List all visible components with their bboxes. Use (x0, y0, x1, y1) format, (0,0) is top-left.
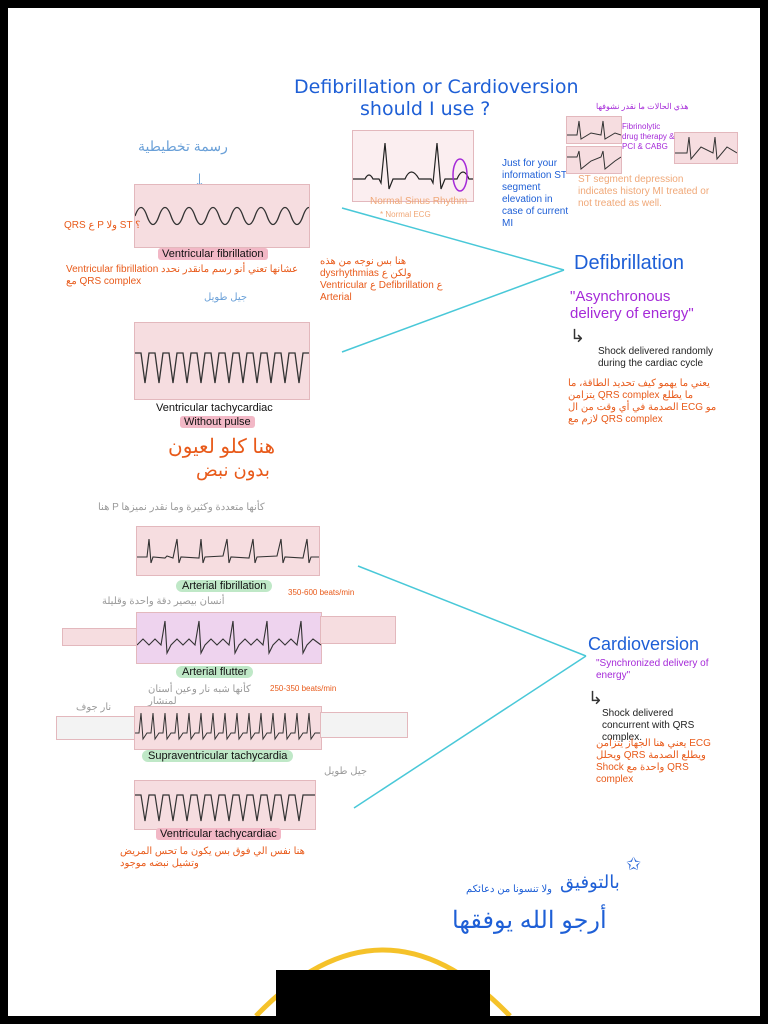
arrow-down-icon: ↓ (194, 166, 205, 191)
vtach-arabic: هنا كلو لعيون (168, 436, 276, 458)
bottom-decoration (254, 947, 512, 1016)
vtach2-ecg-strip (134, 780, 316, 830)
defib-subtitle: "Asynchronous delivery of energy" (570, 288, 694, 322)
st-strip-3 (674, 132, 738, 164)
middle-note: هنا بس نوجه من هذه dysrhythmias ولكن ع V… (320, 256, 443, 303)
aflutter-rate: 250-350 beats/min (270, 684, 337, 693)
info-note: Just for your information ST segment ele… (502, 158, 569, 229)
closing-line2: أرجو الله يوفقها (452, 907, 607, 934)
top-arabic-note: رسمة تخطيطية (138, 138, 228, 154)
aflutter-arabic: كأنها شبه نار وعين أسنان لمنشار (148, 684, 251, 707)
aflutter-side-strip-right (320, 616, 396, 644)
title-line1: Defibrillation or Cardioversion (294, 76, 579, 98)
arrow-curve-icon-2: ↳ (588, 688, 604, 708)
vfib-ecg-strip (134, 184, 310, 248)
vtach2-arabic: هنا نفس الي فوق بس يكون ما تحس المريض وت… (120, 846, 305, 869)
afib-note-top: هنا P كأنها متعددة وكثيرة وما نقدر نميزه… (98, 502, 265, 513)
afib-rate: 350-600 beats/min (288, 588, 355, 597)
vfib-side-note: QRS ع P ولا ST ؟ (64, 220, 141, 231)
defib-arabic: يعني ما يهمو كيف تحديد الطاقة، ما يتزامن… (568, 378, 717, 425)
aflutter-side-strip-left (62, 628, 138, 646)
cardio-desc: Shock delivered concurrent with QRS comp… (602, 708, 695, 743)
defib-title: Defibrillation (574, 252, 685, 274)
aflutter-label: Arterial flutter (176, 666, 254, 678)
vfib-arrow-note: جيل طويل (204, 292, 248, 303)
st-note: ST segment depression indicates history … (578, 174, 710, 209)
vtach-arabic2: بدون نبض (196, 460, 270, 480)
purple-note: Fibrinolytic drug therapy & PCI & CABG (622, 122, 675, 151)
svt-side-strip-right (320, 712, 408, 738)
vfib-orange-note: Ventricular fibrillation عشانها تعني أنو… (66, 264, 299, 287)
vtach-ecg-strip (134, 322, 310, 400)
vfib-label: Ventricular fibrillation (158, 248, 268, 260)
st-strip-2 (566, 146, 622, 174)
afib-arabic: أنسان بيصير دقة واحدة وقليلة (102, 596, 225, 607)
normal-ecg-sublabel: * Normal ECG (380, 210, 431, 219)
svt-side-strip-left (56, 716, 136, 740)
title-line2: should I use ? (360, 98, 491, 120)
cardio-title: Cardioversion (588, 634, 700, 654)
closing-line1: بالتوفيق (560, 872, 620, 892)
arrow-curve-icon: ↳ (570, 326, 586, 346)
cardio-arabic: يعني هنا الجهاز يتزامن ECG ويحلل QRS ويط… (596, 738, 711, 785)
vtach-label: Ventricular tachycardiac (156, 402, 273, 414)
defib-desc: Shock delivered randomly during the card… (598, 346, 714, 369)
closing-small: ولا تنسونا من دعائكم (466, 884, 552, 895)
vtach2-label: Ventricular tachycardiac (156, 828, 281, 840)
vtach2-note: جيل طويل (324, 766, 368, 777)
afib-ecg-strip (136, 526, 320, 576)
normal-ecg-label: Normal Sinus Rhythm (370, 196, 468, 207)
afib-label: Arterial fibrillation (176, 580, 273, 592)
normal-ecg-diagram (352, 130, 474, 202)
page: Defibrillation or Cardioversion should I… (8, 8, 760, 1016)
star-icon: ✩ (626, 854, 642, 874)
st-strip-1 (566, 116, 622, 144)
cardio-subtitle: "Synchronized delivery of energy" (596, 658, 709, 681)
svt-ecg-strip (134, 706, 322, 750)
svt-note: نار جوف (76, 702, 112, 713)
top-right-note: هذي الحالات ما نقدر نشوفها (596, 102, 689, 111)
svt-label: Supraventricular tachycardia (142, 750, 294, 762)
vtach-sublabel: Without pulse (180, 416, 255, 428)
aflutter-ecg-strip (136, 612, 322, 664)
connector-lines (341, 207, 587, 809)
